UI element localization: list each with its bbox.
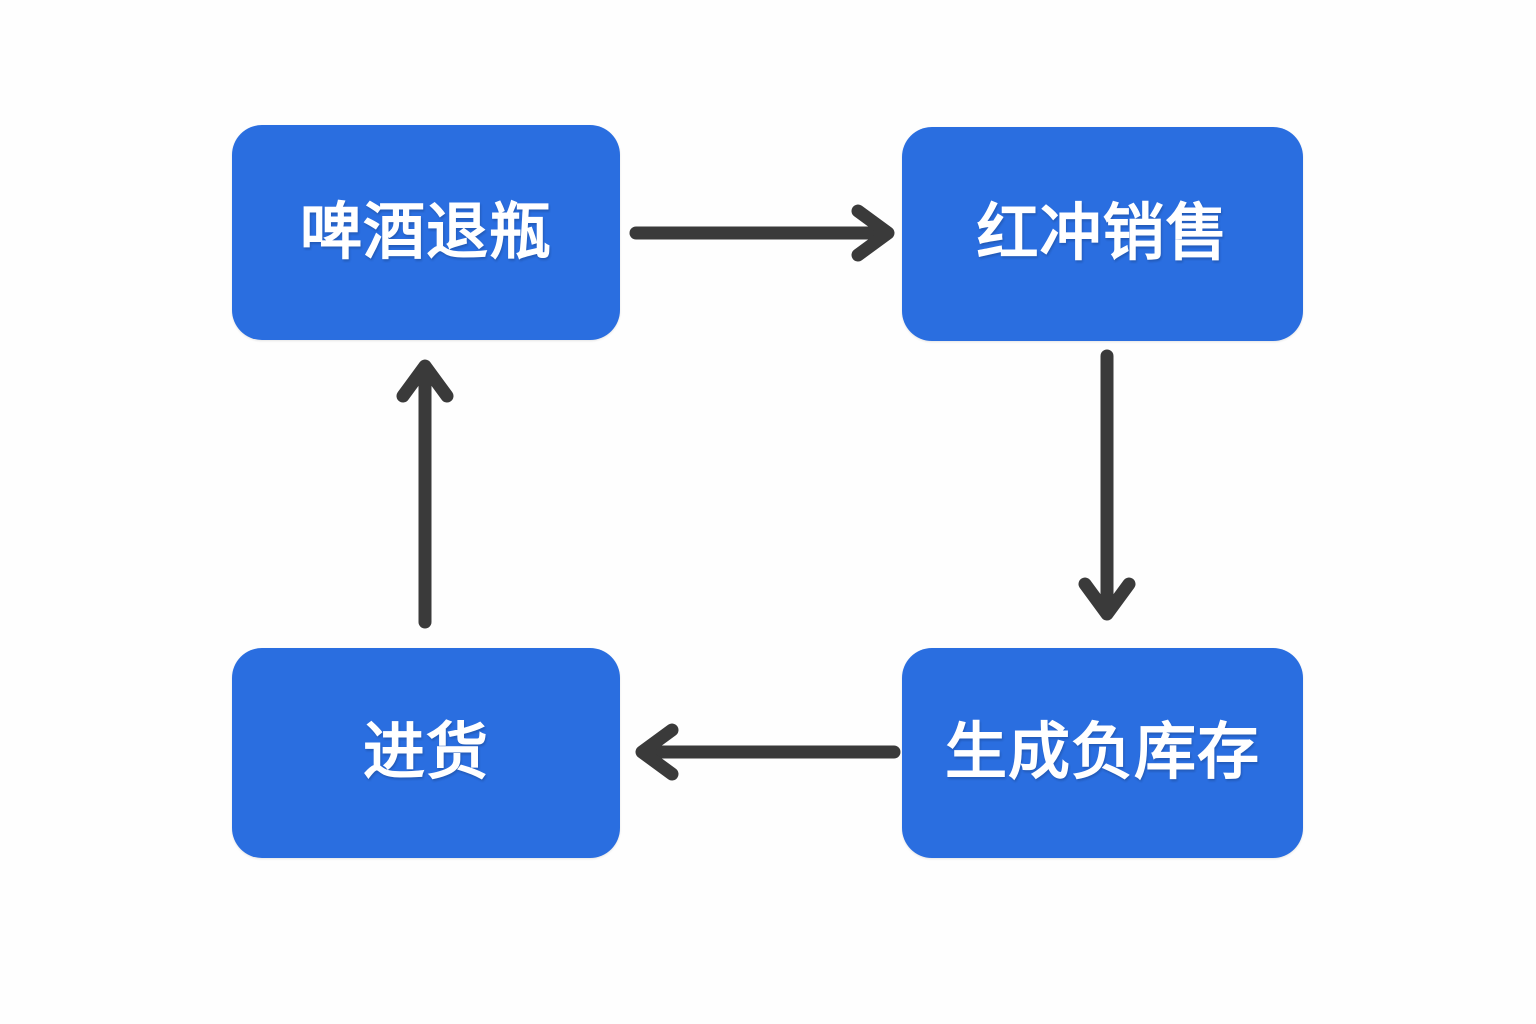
node-purchase[interactable]: 进货: [232, 648, 620, 858]
node-beer-return-label: 啤酒退瓶: [299, 197, 552, 267]
arrow-beer-return-to-red-reversal: [629, 204, 895, 262]
node-red-reversal-label: 红冲销售: [976, 199, 1229, 268]
node-beer-return[interactable]: 啤酒退瓶: [232, 125, 620, 340]
node-purchase-label: 进货: [362, 718, 489, 787]
arrow-red-reversal-to-negative-stock: [1078, 349, 1136, 621]
node-red-reversal[interactable]: 红冲销售: [902, 127, 1303, 341]
node-negative-stock-label: 生成负库存: [944, 718, 1260, 787]
arrow-purchase-to-beer-return: [396, 359, 454, 629]
arrow-negative-stock-to-purchase: [635, 723, 901, 781]
node-negative-stock[interactable]: 生成负库存: [902, 648, 1303, 858]
